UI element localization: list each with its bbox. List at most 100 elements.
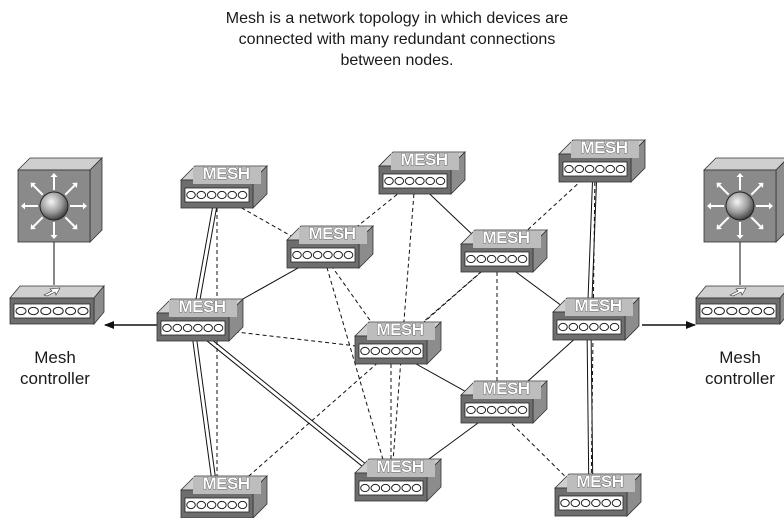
switch-side (775, 161, 784, 243)
switch-arrow-ray (718, 184, 730, 196)
left-multilayer-switch (17, 157, 103, 243)
mesh-access-point: MESH (558, 138, 646, 183)
mesh-access-point: MESH (460, 379, 548, 424)
port-ring (599, 322, 610, 332)
port-strip (184, 497, 250, 513)
switch-arrow-ray (32, 216, 44, 228)
arrow-layer (53, 241, 741, 329)
port-ring (589, 322, 599, 332)
mesh-label: MESH (482, 379, 529, 398)
port-ring (609, 322, 620, 332)
switch-top (17, 157, 103, 171)
switch-arrow-icon (729, 287, 747, 297)
port-ring (323, 250, 333, 260)
port-ring (486, 405, 497, 415)
port-ring (196, 500, 207, 510)
port-ring (227, 500, 237, 510)
switch-arrowhead (21, 202, 25, 210)
switch-arrow-ray (64, 184, 76, 196)
switch-arrow-ray (750, 184, 762, 196)
wireless-link (390, 179, 416, 488)
switch-arrow-icon (43, 287, 61, 297)
port-ring (206, 500, 217, 510)
mesh-label-plate (193, 477, 261, 494)
switch-arrow-ray (718, 216, 730, 228)
port-ring (77, 306, 89, 316)
port-ring (763, 306, 775, 316)
port-strip (464, 251, 530, 267)
mesh-label-plate (367, 460, 435, 477)
port-ring (615, 164, 626, 174)
port-strip (556, 319, 622, 335)
wireless-link (216, 257, 498, 505)
mesh-access-point: MESH (460, 228, 548, 273)
wired-link-line (193, 325, 393, 486)
port-ring (391, 483, 401, 493)
mesh-access-point: MESH (156, 297, 244, 342)
port-ring (384, 176, 394, 186)
port-ring (701, 306, 713, 316)
mesh-label: MESH (202, 164, 249, 183)
switch-arrowhead (758, 224, 764, 230)
port-ring (584, 164, 595, 174)
mesh-label: MESH (400, 150, 447, 169)
mesh-access-point: MESH (378, 150, 466, 195)
mesh-label-plate (473, 382, 541, 399)
mesh-access-point: MESH (354, 320, 442, 365)
port-ring (27, 306, 39, 316)
port-ring (360, 483, 370, 493)
mesh-access-point: MESH (180, 164, 268, 209)
wired-link-line (190, 327, 216, 505)
right-mesh-controller (695, 285, 784, 326)
mesh-label-plate (473, 231, 541, 248)
switch-arrowhead (716, 182, 722, 188)
caption-line: between nodes. (340, 52, 454, 69)
port-ring (333, 250, 344, 260)
port-ring (517, 254, 528, 264)
port-ring (601, 498, 612, 508)
port-ring (302, 250, 313, 260)
port-ring (580, 498, 591, 508)
port-strip (699, 303, 777, 319)
port-ring (713, 306, 725, 316)
right-controller-label: Mesh controller (685, 347, 784, 389)
port-ring (591, 498, 601, 508)
mesh-label: MESH (202, 474, 249, 493)
port-ring (391, 346, 401, 356)
port-ring (312, 250, 323, 260)
mesh-label-plate (367, 323, 435, 340)
port-ring (292, 250, 302, 260)
switch-arrowhead (769, 202, 773, 210)
mesh-label: MESH (482, 228, 529, 247)
switch-arrowhead (72, 224, 78, 230)
port-strip (358, 343, 424, 359)
port-ring (568, 322, 579, 332)
port-ring (370, 483, 381, 493)
switch-sphere-icon (39, 191, 69, 221)
mesh-label: MESH (376, 457, 423, 476)
left-mesh-controller (9, 284, 105, 326)
right-multilayer-switch (703, 157, 784, 243)
port-strip (290, 247, 356, 263)
port-ring (411, 483, 422, 493)
port-ring (605, 164, 616, 174)
port-ring (486, 254, 497, 264)
port-ring (497, 254, 507, 264)
port-ring (507, 254, 518, 264)
caption-line: Mesh is a network topology in which devi… (225, 10, 569, 27)
port-strip (160, 320, 226, 336)
switch-arrowhead (50, 235, 58, 239)
port-ring (213, 323, 224, 333)
port-ring (162, 323, 172, 333)
port-ring (570, 498, 581, 508)
mesh-label-plate (571, 141, 639, 158)
port-ring (726, 306, 738, 316)
port-ring (186, 190, 196, 200)
port-ring (476, 254, 487, 264)
port-ring (415, 176, 425, 186)
mesh-label: MESH (574, 296, 621, 315)
port-ring (237, 500, 248, 510)
mesh-access-point: MESH (552, 296, 640, 341)
port-ring (574, 164, 585, 174)
